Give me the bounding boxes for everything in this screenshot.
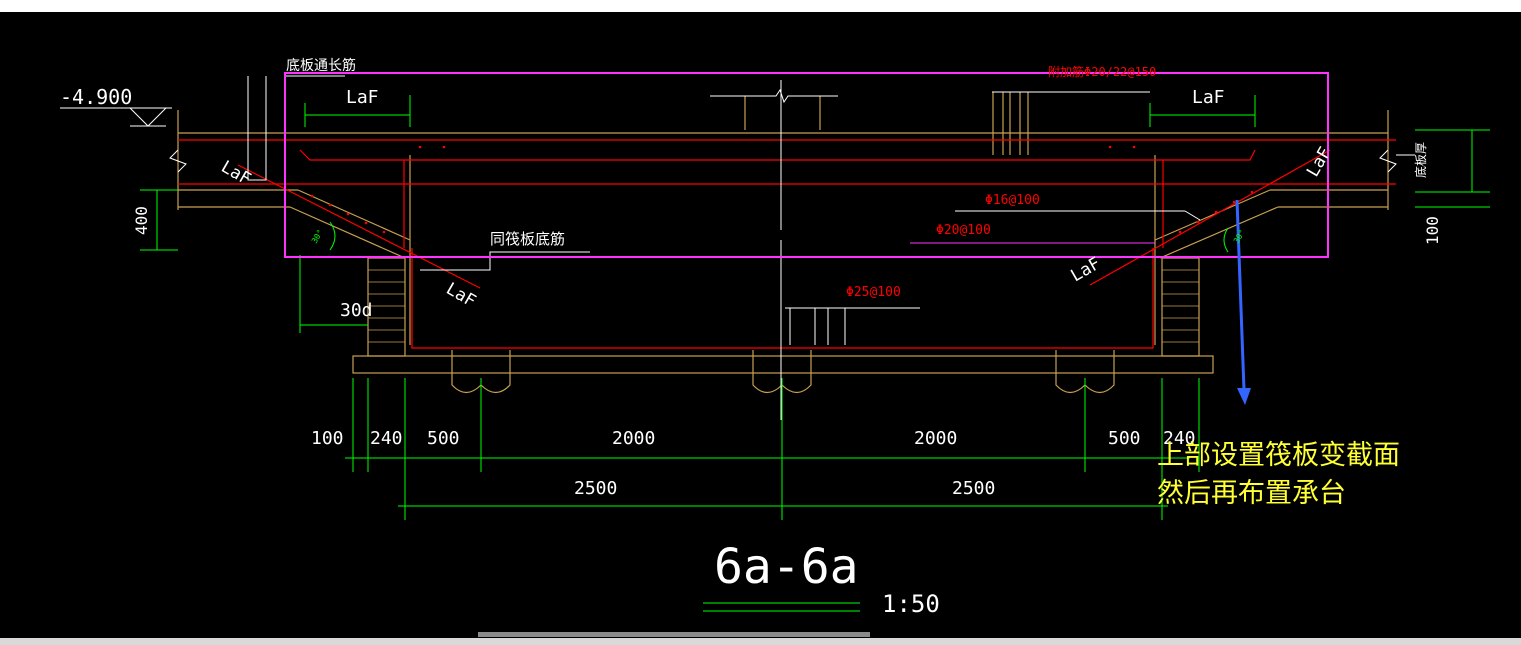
anchor-30d-label: 30d bbox=[340, 300, 373, 321]
angle-arcs bbox=[329, 221, 1229, 253]
cad-drawing-canvas[interactable]: -4.900 底板通长筋 LaF LaF LaF LaF LaF LaF 同筏板… bbox=[0, 12, 1521, 638]
rebar-dots bbox=[310, 145, 1254, 234]
added-bar-label: 附加筋Φ20/22@150 bbox=[1048, 64, 1156, 79]
rebar-lines bbox=[178, 139, 1396, 349]
top-toolbar-strip bbox=[0, 0, 1521, 12]
rebar-label-20: Φ20@100 bbox=[936, 223, 991, 238]
rebar-label-25: Φ25@100 bbox=[846, 285, 901, 300]
dim-row1-2: 500 bbox=[427, 428, 460, 449]
dim-row1-4: 2000 bbox=[914, 428, 957, 449]
angle-label-left: 30° bbox=[310, 228, 325, 245]
laf-label-top-right: LaF bbox=[1192, 87, 1225, 108]
laf-label-left-slope: LaF bbox=[218, 157, 255, 190]
bottom-through-bar-label: 底板通长筋 bbox=[286, 57, 356, 74]
dim-right-vertical: 100 bbox=[1423, 216, 1442, 245]
level-mark-text: -4.900 bbox=[60, 85, 132, 109]
right-side-label: 底板厚 bbox=[1413, 142, 1428, 178]
laf-label-top-left: LaF bbox=[346, 87, 379, 108]
dim-row1-0: 100 bbox=[311, 428, 344, 449]
horizontal-scrollbar[interactable] bbox=[0, 638, 1521, 645]
section-scale: 1:50 bbox=[882, 590, 940, 618]
dim-row1-5: 500 bbox=[1108, 428, 1141, 449]
dim-left-vertical: 400 bbox=[132, 206, 151, 235]
leader-lines bbox=[60, 75, 1415, 420]
dim-row2-0: 2500 bbox=[574, 478, 617, 499]
dimension-lines bbox=[140, 95, 1490, 612]
dim-row1-6: 240 bbox=[1163, 428, 1196, 449]
annotation-arrow bbox=[1235, 199, 1251, 405]
dim-row1-3: 2000 bbox=[612, 428, 655, 449]
annotation-line-2: 然后再布置承台 bbox=[1157, 478, 1346, 509]
section-drawing-svg: -4.900 底板通长筋 LaF LaF LaF LaF LaF LaF 同筏板… bbox=[60, 57, 1490, 618]
laf-label-right-slope: LaF bbox=[1303, 144, 1336, 181]
brick-hatch bbox=[368, 269, 1199, 343]
angle-label-right: 30° bbox=[1232, 228, 1247, 245]
dim-row1-1: 240 bbox=[370, 428, 403, 449]
section-title: 6a-6a bbox=[714, 539, 859, 595]
laf-label-right-bottom: LaF bbox=[1068, 254, 1105, 287]
annotation-line-1: 上部设置筏板变截面 bbox=[1157, 440, 1400, 471]
highlight-box bbox=[284, 72, 1329, 258]
scrollbar-thumb[interactable] bbox=[478, 632, 870, 637]
rebar-label-16: Φ16@100 bbox=[985, 193, 1040, 208]
same-raft-bottom-bar-label: 同筏板底筋 bbox=[490, 230, 565, 248]
dim-row2-1: 2500 bbox=[952, 478, 995, 499]
laf-label-left-bottom: LaF bbox=[443, 279, 480, 312]
